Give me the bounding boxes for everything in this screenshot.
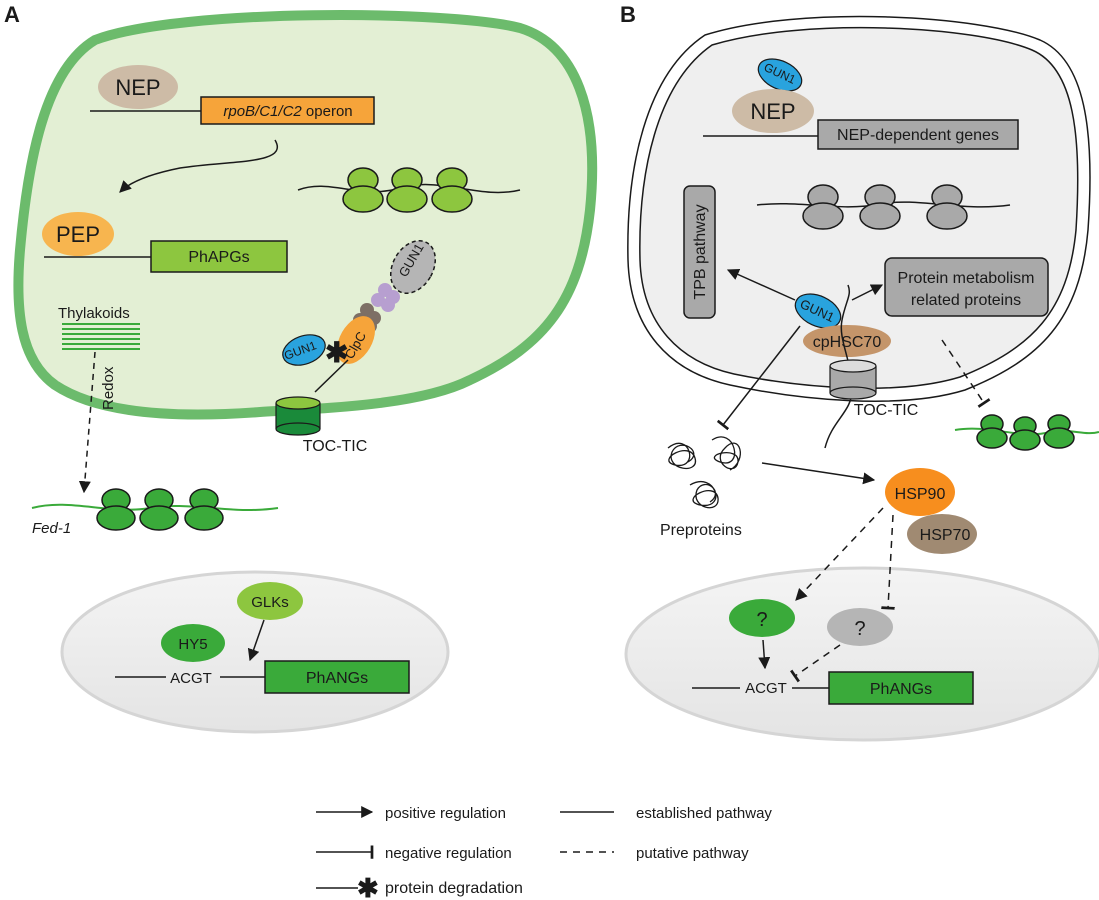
glks-label: GLKs: [251, 594, 289, 611]
nep-ellipse-b: [732, 89, 814, 133]
cphsc70-label: cpHSC70: [813, 334, 882, 351]
gun1-top-ellipse: [757, 58, 803, 92]
nep-genes-label: NEP-dependent genes: [837, 127, 999, 144]
phangs-box-a: [264, 660, 410, 694]
nep-genes-box: [817, 119, 1019, 150]
hy5-ellipse: [161, 624, 225, 662]
panel-b: B GUN1 NEP NEP-dependent genes TPB pathw…: [620, 2, 1099, 742]
preproteins-label: Preproteins: [660, 522, 742, 539]
gun1-to-metabolism-arrow: [851, 284, 884, 301]
nep-label-a: NEP: [115, 75, 160, 100]
preproteins-to-hsp90-arrow: [761, 462, 876, 485]
operon-box: [200, 96, 375, 125]
phangs-label-a: PhANGs: [306, 670, 368, 687]
gun1-mid-ellipse: [794, 293, 842, 329]
degradation-asterisk-a: ✱: [325, 337, 348, 368]
acgt-label-b: ACGT: [745, 680, 787, 697]
gun1-grey-ellipse: [389, 240, 437, 294]
phangs-label-b: PhANGs: [870, 681, 932, 698]
pep-ellipse: [42, 212, 114, 256]
thylakoid-stack: [62, 323, 140, 350]
cphsc70-ellipse: [803, 325, 891, 357]
ribosome-group-b: [802, 184, 968, 230]
toc-tic-label-a: TOC-TIC: [303, 438, 368, 455]
nep-ellipse-a: [98, 65, 178, 109]
panel-a-letter: A: [4, 2, 20, 27]
q1-to-acgt-arrow: [758, 639, 771, 670]
q2-label: ?: [854, 618, 865, 640]
protein-metabolism-line2: related proteins: [911, 292, 1021, 309]
glks-ellipse: [237, 582, 303, 620]
hsp90-inhibit-q2: [881, 514, 895, 610]
legend-established-label: established pathway: [636, 805, 772, 822]
acgt-label-a: ACGT: [170, 670, 212, 687]
q1-ellipse: [729, 599, 795, 637]
operon-to-pep-arrow: [119, 139, 278, 193]
panel-b-letter: B: [620, 2, 636, 27]
redox-label: Redox: [100, 366, 117, 410]
phapgs-box: [150, 240, 288, 273]
ribosome-group-a: [342, 167, 473, 213]
tpb-box: [683, 185, 716, 319]
protein-metabolism-box: [884, 257, 1049, 317]
gun1-to-tpb-arrow: [726, 268, 796, 301]
legend: positive regulation negative regulation …: [316, 805, 772, 900]
ribosome-group-fed1: [96, 488, 224, 531]
hsp90-to-q1-arrow: [795, 507, 884, 601]
redox-arrow: [78, 351, 96, 494]
pep-label: PEP: [56, 222, 100, 247]
nucleus-b: [624, 566, 1099, 742]
toc-tic-label-b: TOC-TIC: [854, 402, 919, 419]
clpc-complex: GUN1 ClpC: [337, 240, 437, 364]
toc-to-clpc-line: [314, 359, 349, 393]
legend-putative-label: putative pathway: [636, 845, 749, 862]
legend-degradation-label: protein degradation: [385, 880, 523, 897]
hsp90-label: HSP90: [895, 486, 946, 503]
chloroplast-a: [13, 10, 598, 420]
toc-tic-b: [829, 359, 877, 400]
gun1-inhibit-preproteins: [716, 325, 801, 431]
q2-ellipse: [827, 608, 893, 646]
legend-degradation-asterisk: ✱: [357, 873, 379, 900]
tpb-label: TPB pathway: [692, 204, 709, 299]
protein-metabolism-line1: Protein metabolism: [898, 270, 1035, 287]
clpc-ellipse: [337, 316, 375, 364]
phangs-box-b: [828, 671, 974, 705]
hsp90-ellipse: [885, 468, 955, 516]
toc-tic-a: [275, 396, 321, 436]
hy5-label: HY5: [178, 636, 207, 653]
q2-inhibit-acgt: [790, 644, 841, 683]
fed1-label: Fed-1: [32, 520, 71, 537]
preprotein-tangles: [667, 436, 741, 509]
phapgs-label: PhAPGs: [188, 249, 249, 266]
hsp70-label: HSP70: [920, 527, 971, 544]
operon-label: rpoB/C1/C2 operon: [223, 103, 352, 120]
legend-positive-label: positive regulation: [385, 805, 506, 822]
ribosome-group-cyto-b: [976, 414, 1075, 451]
preprotein-chain: [824, 284, 853, 449]
nep-label-b: NEP: [750, 99, 795, 124]
gun1-a-ellipse: [282, 334, 326, 366]
hsp70-ellipse: [907, 514, 977, 554]
glks-arrow: [247, 619, 265, 662]
thylakoids-label: Thylakoids: [58, 305, 130, 322]
q1-label: ?: [756, 609, 767, 631]
clp-subunits-purple: [371, 283, 400, 312]
panel-a: A NEP rpoB/C1/C2 operon PEP PhAPGs Thyla…: [4, 2, 598, 734]
legend-negative-label: negative regulation: [385, 845, 512, 862]
